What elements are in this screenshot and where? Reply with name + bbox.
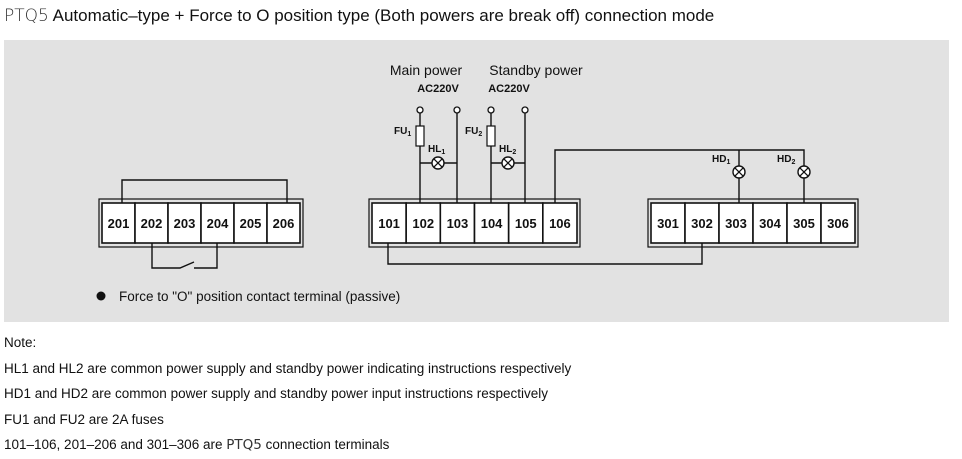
diagram-panel [4,40,949,322]
supply-terminal-standby-l [487,106,495,114]
terminal-label: 106 [549,216,571,231]
terminal-label: 102 [412,216,434,231]
terminal-cell [507,202,544,244]
fu1-fuse [415,125,425,147]
notes-heading: Note: [4,335,37,350]
terminal-strip-200: 201 202 203 204 205 206 [98,198,304,248]
terminal-cell [134,202,169,244]
terminal-strip-300: 301 302 303 304 305 306 [647,198,859,248]
terminal-label: 306 [827,216,849,231]
terminal-label: 202 [141,216,163,231]
hl1-lamp-icon [431,156,445,170]
terminal-label: 304 [759,216,781,231]
terminal-label: 205 [240,216,262,231]
terminal-label: 101 [378,216,400,231]
terminal-cell [542,202,578,244]
hl2-lamp-icon [501,156,515,170]
hd2-lamp-icon [797,165,811,179]
legend-bullet-icon [96,291,106,301]
hd1-lamp-icon [732,165,746,179]
legend-text: Force to "O" position contact terminal (… [119,289,400,304]
hd1-label: HD1 [712,154,730,166]
terminal-label: 204 [207,216,229,231]
standby-power-label: Standby power [489,62,583,78]
page-title: PTQ5 Automatic–type + Force to O positio… [4,6,714,26]
terminal-strip-100: 101 102 103 104 105 106 [368,198,581,248]
wire-201-206 [121,179,288,203]
ac-voltage-standby: AC220V [488,83,530,95]
note-line-4-prefix: 101–106, 201–206 and 301–306 are [4,437,223,452]
terminal-cell [233,202,268,244]
fu1-label: FU1 [394,126,411,138]
fu2-label: FU2 [465,126,482,138]
terminal-label: 301 [657,216,679,231]
terminal-cell [101,202,136,244]
terminal-label: 302 [691,216,713,231]
note-line-3: FU1 and FU2 are 2A fuses [4,411,164,427]
main-power-label: Main power [390,62,463,78]
terminal-cell [718,202,754,244]
terminal-cell [786,202,822,244]
terminal-cell [684,202,720,244]
terminal-cell [200,202,235,244]
title-model: PTQ5 [4,6,49,26]
hl1-label: HL1 [428,144,445,156]
wire-106-bus [554,149,805,203]
terminal-label: 303 [725,216,747,231]
note-line-4-model: PTQ5 [226,437,262,453]
terminal-label: 105 [515,216,537,231]
terminal-cell [820,202,856,244]
terminal-cell [266,202,301,244]
note-line-2: HD1 and HD2 are common power supply and … [4,386,549,401]
fu2-fuse [486,125,496,147]
terminal-label: 201 [108,216,130,231]
note-line-4-suffix: connection terminals [265,437,390,452]
terminal-label: 305 [793,216,815,231]
hd2-label: HD2 [777,154,795,166]
supply-terminal-main-n [453,106,461,114]
terminal-cell [473,202,510,244]
terminal-strip-frame [98,198,304,248]
terminal-cell [167,202,202,244]
terminal-cell [752,202,788,244]
notes-section: Note: HL1 and HL2 are common power suppl… [4,330,571,459]
supply-terminal-main-l [416,106,424,114]
contact-202-204 [151,243,218,269]
note-line-1: HL1 and HL2 are common power supply and … [4,360,572,376]
supply-terminal-standby-n [521,106,529,114]
hl2-label: HL2 [499,144,516,156]
terminal-label: 103 [447,216,469,231]
wire-101-302 [387,243,703,265]
terminal-strip-frame [368,198,581,248]
note-line-4: 101–106, 201–206 and 301–306 are PTQ5 co… [4,432,571,459]
terminal-label: 206 [273,216,295,231]
terminal-strip-frame [647,198,859,248]
terminal-label: 104 [481,216,503,231]
ac-voltage-main: AC220V [417,83,459,95]
title-text: Automatic–type + Force to O position typ… [52,6,715,25]
terminal-label: 203 [174,216,196,231]
